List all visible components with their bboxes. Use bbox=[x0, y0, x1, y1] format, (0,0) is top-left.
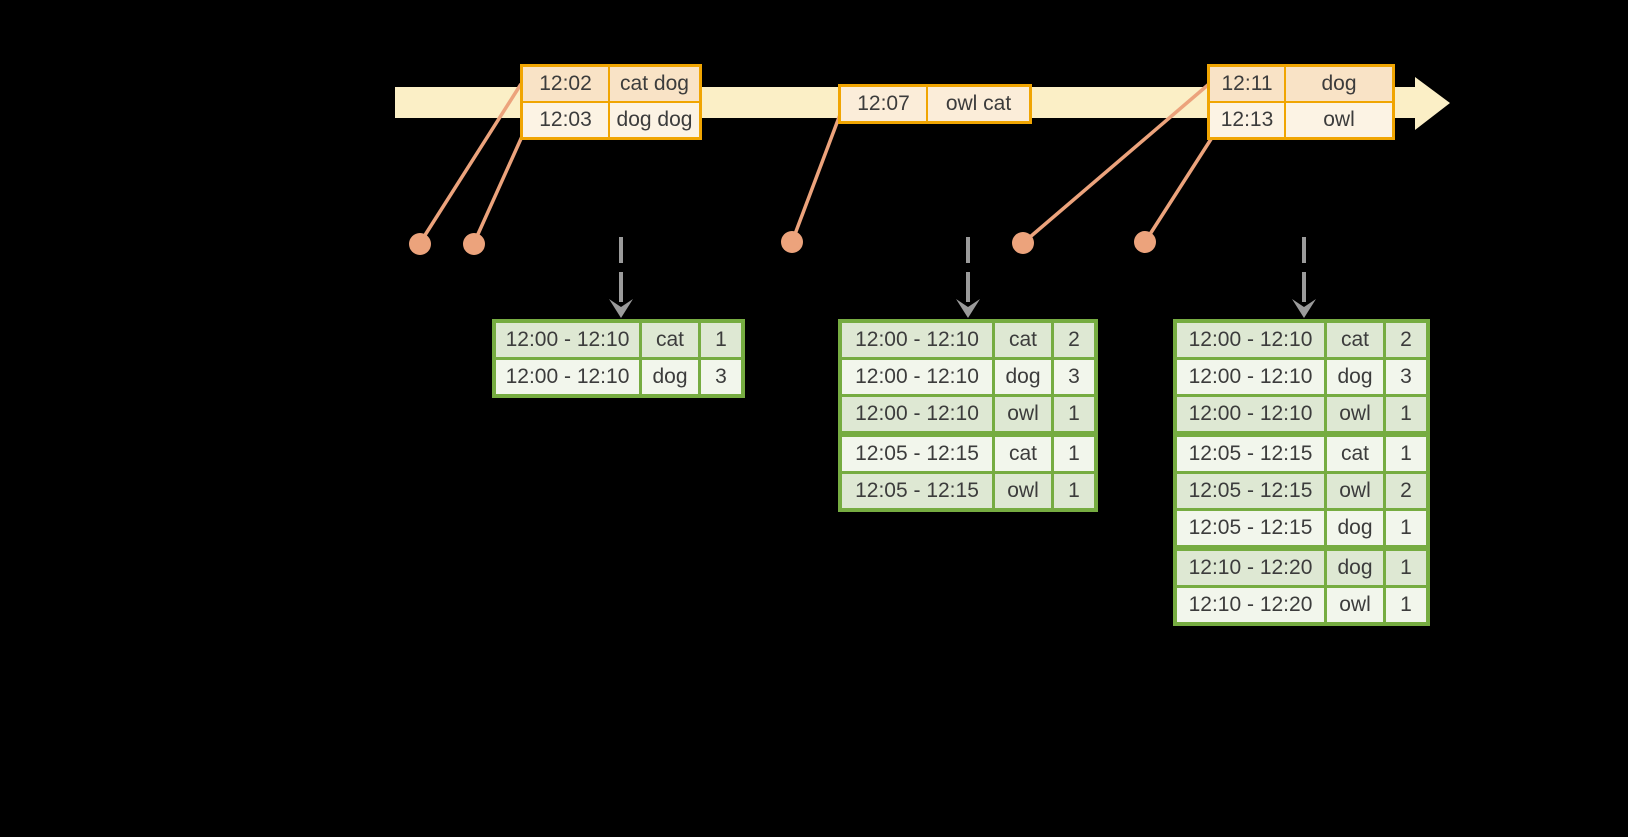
window-cell: 12:05 - 12:15 bbox=[1177, 511, 1324, 545]
event-row: 12:11 dog bbox=[1210, 67, 1392, 101]
count-cell: 1 bbox=[1386, 397, 1426, 431]
window-cell: 12:00 - 12:10 bbox=[1177, 397, 1324, 431]
count-cell: 3 bbox=[1386, 360, 1426, 394]
result-table-3: 12:00 - 12:10 cat 2 12:00 - 12:10 dog 3 … bbox=[1173, 319, 1430, 626]
down-arrow-icon bbox=[1292, 237, 1316, 318]
event-words: cat dog bbox=[610, 67, 699, 101]
connector-line bbox=[472, 131, 526, 244]
event-words: owl cat bbox=[928, 87, 1029, 121]
event-time: 12:13 bbox=[1210, 103, 1284, 137]
count-cell: 1 bbox=[1386, 437, 1426, 471]
window-cell: 12:05 - 12:15 bbox=[842, 437, 992, 471]
count-cell: 1 bbox=[1386, 511, 1426, 545]
word-cell: cat bbox=[995, 437, 1051, 471]
count-cell: 1 bbox=[1386, 551, 1426, 585]
event-row: 12:07 owl cat bbox=[841, 87, 1029, 121]
event-words: dog bbox=[1286, 67, 1392, 101]
word-cell: cat bbox=[995, 323, 1051, 357]
window-cell: 12:10 - 12:20 bbox=[1177, 588, 1324, 622]
result-table-1: 12:00 - 12:10 cat 1 12:00 - 12:10 dog 3 bbox=[492, 319, 745, 398]
event-time: 12:02 bbox=[523, 67, 608, 101]
word-cell: owl bbox=[995, 397, 1051, 431]
table-row: 12:05 - 12:15 cat 1 bbox=[842, 437, 1094, 471]
count-cell: 3 bbox=[1054, 360, 1094, 394]
window-cell: 12:05 - 12:15 bbox=[842, 474, 992, 508]
count-cell: 1 bbox=[1054, 437, 1094, 471]
word-cell: dog bbox=[995, 360, 1051, 394]
table-row: 12:05 - 12:15 owl 2 bbox=[1177, 474, 1426, 508]
table-row: 12:00 - 12:10 dog 3 bbox=[1177, 360, 1426, 394]
table-row: 12:00 - 12:10 owl 1 bbox=[1177, 397, 1426, 431]
window-cell: 12:00 - 12:10 bbox=[1177, 360, 1324, 394]
event-time: 12:11 bbox=[1210, 67, 1284, 101]
count-cell: 1 bbox=[701, 323, 741, 357]
table-row: 12:10 - 12:20 owl 1 bbox=[1177, 588, 1426, 622]
window-cell: 12:00 - 12:10 bbox=[842, 323, 992, 357]
window-cell: 12:05 - 12:15 bbox=[1177, 474, 1324, 508]
down-arrow-icon bbox=[956, 237, 980, 318]
word-cell: cat bbox=[642, 323, 698, 357]
count-cell: 2 bbox=[1054, 323, 1094, 357]
window-cell: 12:05 - 12:15 bbox=[1177, 437, 1324, 471]
timeline-arrow-icon bbox=[1393, 77, 1450, 130]
count-cell: 1 bbox=[1386, 588, 1426, 622]
window-cell: 12:00 - 12:10 bbox=[496, 360, 639, 394]
count-cell: 2 bbox=[1386, 474, 1426, 508]
count-cell: 2 bbox=[1386, 323, 1426, 357]
event-dot-icon bbox=[409, 233, 431, 255]
word-cell: cat bbox=[1327, 437, 1383, 471]
word-cell: owl bbox=[995, 474, 1051, 508]
word-cell: cat bbox=[1327, 323, 1383, 357]
event-box-1: 12:02 cat dog 12:03 dog dog bbox=[520, 64, 702, 140]
table-row: 12:00 - 12:10 cat 1 bbox=[496, 323, 741, 357]
window-cell: 12:00 - 12:10 bbox=[496, 323, 639, 357]
table-row: 12:10 - 12:20 dog 1 bbox=[1177, 551, 1426, 585]
table-row: 12:00 - 12:10 dog 3 bbox=[496, 360, 741, 394]
table-row: 12:00 - 12:10 cat 2 bbox=[842, 323, 1094, 357]
event-time: 12:07 bbox=[841, 87, 926, 121]
word-cell: dog bbox=[1327, 360, 1383, 394]
event-dot-icon bbox=[463, 233, 485, 255]
word-cell: dog bbox=[1327, 511, 1383, 545]
event-words: owl bbox=[1286, 103, 1392, 137]
table-row: 12:05 - 12:15 owl 1 bbox=[842, 474, 1094, 508]
word-cell: dog bbox=[642, 360, 698, 394]
window-cell: 12:10 - 12:20 bbox=[1177, 551, 1324, 585]
connector-line bbox=[790, 111, 843, 243]
event-box-2: 12:07 owl cat bbox=[838, 84, 1032, 124]
event-row: 12:02 cat dog bbox=[523, 67, 699, 101]
count-cell: 1 bbox=[1054, 474, 1094, 508]
table-row: 12:00 - 12:10 owl 1 bbox=[842, 397, 1094, 431]
event-dot-icon bbox=[1134, 231, 1156, 253]
word-cell: owl bbox=[1327, 397, 1383, 431]
event-dot-icon bbox=[781, 231, 803, 253]
table-row: 12:00 - 12:10 dog 3 bbox=[842, 360, 1094, 394]
window-cell: 12:00 - 12:10 bbox=[842, 360, 992, 394]
event-row: 12:13 owl bbox=[1210, 103, 1392, 137]
table-row: 12:05 - 12:15 dog 1 bbox=[1177, 511, 1426, 545]
event-row: 12:03 dog dog bbox=[523, 103, 699, 137]
word-cell: dog bbox=[1327, 551, 1383, 585]
connector-line bbox=[1021, 82, 1211, 245]
event-box-3: 12:11 dog 12:13 owl bbox=[1207, 64, 1395, 140]
event-words: dog dog bbox=[610, 103, 699, 137]
window-cell: 12:00 - 12:10 bbox=[1177, 323, 1324, 357]
word-cell: owl bbox=[1327, 474, 1383, 508]
count-cell: 1 bbox=[1054, 397, 1094, 431]
connector-line bbox=[418, 83, 523, 244]
window-cell: 12:00 - 12:10 bbox=[842, 397, 992, 431]
table-row: 12:00 - 12:10 cat 2 bbox=[1177, 323, 1426, 357]
word-cell: owl bbox=[1327, 588, 1383, 622]
event-time: 12:03 bbox=[523, 103, 608, 137]
connector-line bbox=[1143, 135, 1215, 243]
down-arrow-icon bbox=[609, 237, 633, 318]
table-row: 12:05 - 12:15 cat 1 bbox=[1177, 437, 1426, 471]
result-table-2: 12:00 - 12:10 cat 2 12:00 - 12:10 dog 3 … bbox=[838, 319, 1098, 512]
event-dot-icon bbox=[1012, 232, 1034, 254]
count-cell: 3 bbox=[701, 360, 741, 394]
